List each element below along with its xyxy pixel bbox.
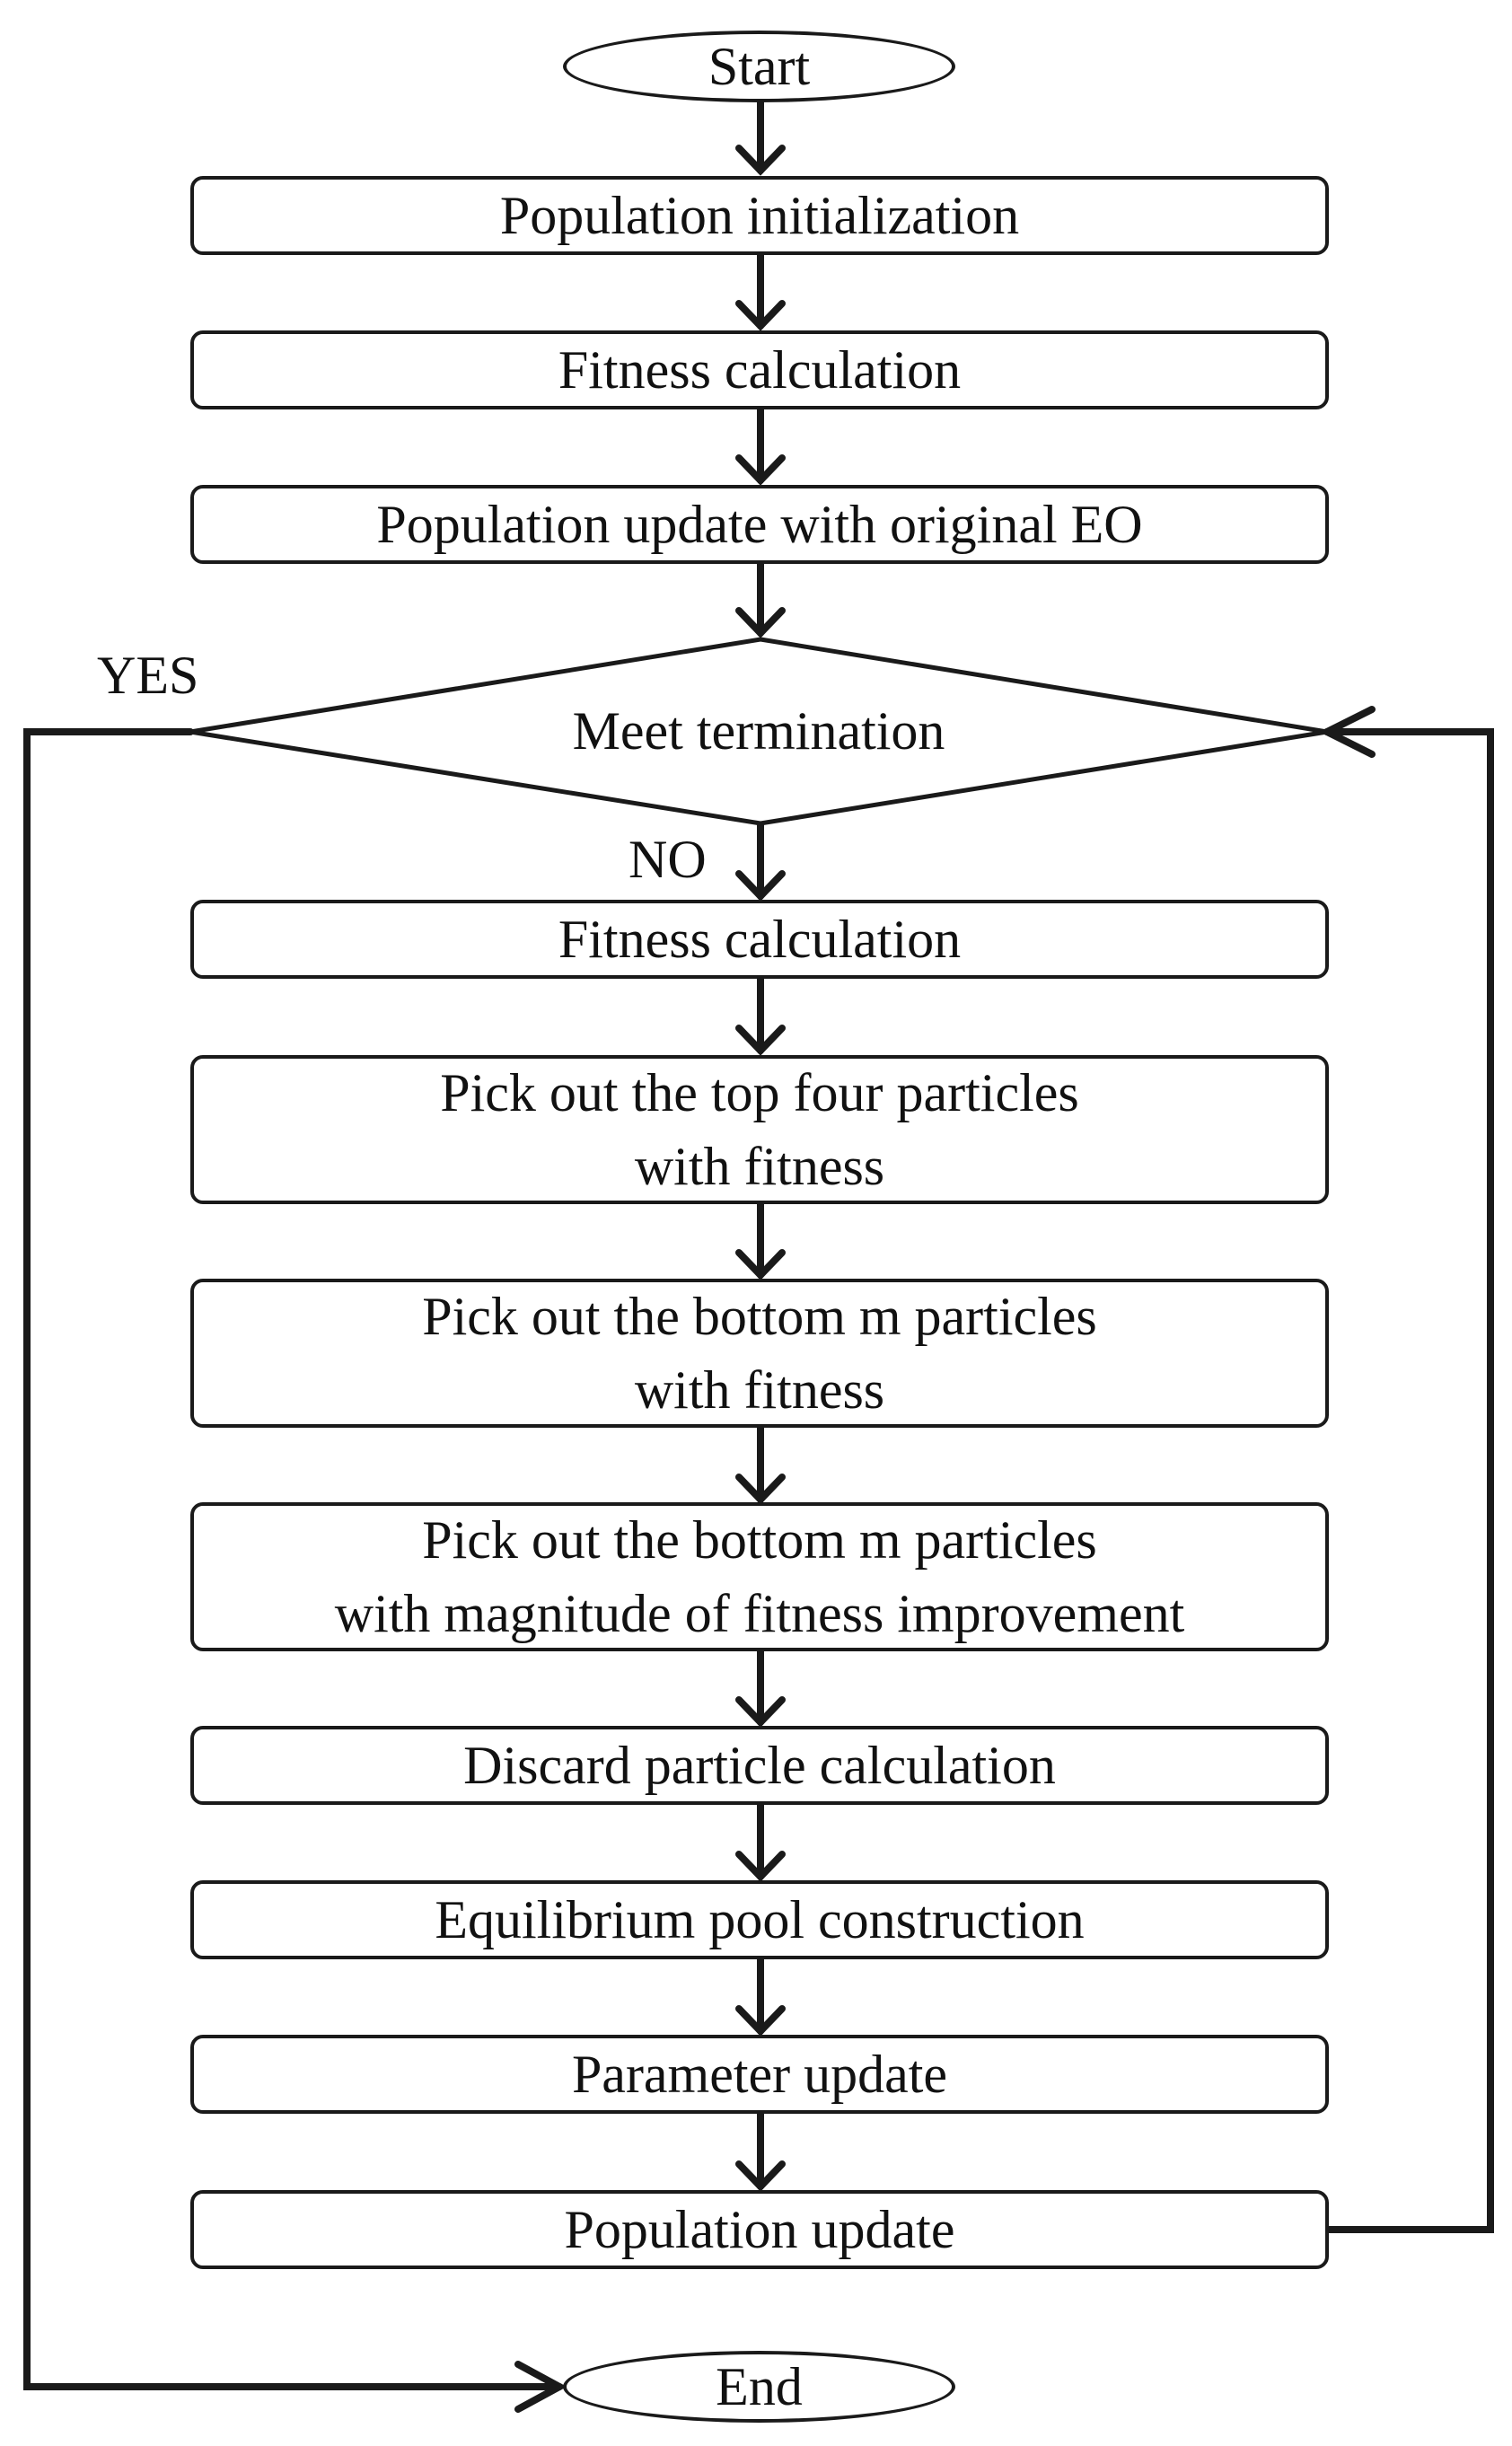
step-label: Equilibrium pool construction	[435, 1890, 1085, 1949]
step-discard-particle-calculation: Discard particle calculation	[190, 1726, 1329, 1805]
step-label-line1: Pick out the top four particles	[440, 1063, 1079, 1122]
step-label: Fitness calculation	[558, 910, 962, 969]
arrow-pool-to-param	[735, 1954, 786, 2037]
step-label-line2: with fitness	[634, 1137, 885, 1196]
step-fitness-calculation: Fitness calculation	[190, 330, 1329, 409]
step-equilibrium-pool-construction: Equilibrium pool construction	[190, 1880, 1329, 1959]
no-label: NO	[629, 830, 707, 889]
decision-label: Meet termination	[572, 701, 945, 761]
arrow-update-eo-to-decision	[735, 559, 786, 638]
step-pick-bottom-m: Pick out the bottom m particles with fit…	[190, 1279, 1329, 1428]
step-label-line2: with magnitude of fitness improvement	[334, 1584, 1185, 1643]
step-label: Fitness calculation	[558, 340, 962, 400]
step-label-line1: Pick out the bottom m particles	[422, 1510, 1097, 1570]
arrow-improvement-to-discard	[735, 1647, 786, 1728]
arrow-discard-to-pool	[735, 1799, 786, 1882]
arrow-init-to-fitness	[735, 251, 786, 331]
start-label: Start	[708, 36, 811, 96]
step-label: Population update	[564, 2200, 955, 2259]
step-pick-top-four: Pick out the top four particles with fit…	[190, 1055, 1329, 1204]
arrow-param-to-pop-update	[735, 2108, 786, 2192]
end-label: End	[716, 2356, 803, 2416]
step-label: Population initialization	[499, 186, 1020, 245]
start-terminal: Start	[563, 31, 955, 102]
arrow-fitness-to-update-eo	[735, 405, 786, 486]
arrow-bottom-m-to-improvement	[735, 1424, 786, 1505]
step-fitness-calculation-loop: Fitness calculation	[190, 900, 1329, 979]
arrow-fitness2-to-top4	[735, 973, 786, 1056]
decision-meet-termination: Meet termination	[190, 639, 1327, 823]
yes-label: YES	[97, 646, 199, 705]
arrow-top4-to-bottom-m	[735, 1200, 786, 1280]
end-terminal: End	[563, 2351, 955, 2423]
arrow-start-to-init	[735, 98, 786, 176]
step-population-initialization: Population initialization	[190, 176, 1329, 255]
step-population-update: Population update	[190, 2190, 1329, 2269]
arrow-loop-back	[1319, 706, 1494, 2233]
step-parameter-update: Parameter update	[190, 2035, 1329, 2114]
decision-diamond-shape	[189, 637, 1328, 826]
step-label-line2: with fitness	[634, 1360, 885, 1420]
arrow-decision-no	[735, 820, 786, 902]
arrow-decision-yes	[23, 728, 567, 2413]
step-label-line1: Pick out the bottom m particles	[422, 1287, 1097, 1346]
step-label: Population update with original EO	[376, 495, 1143, 554]
step-label: Parameter update	[571, 2045, 948, 2104]
step-label: Discard particle calculation	[463, 1736, 1056, 1795]
step-pick-bottom-m-improvement: Pick out the bottom m particles with mag…	[190, 1502, 1329, 1651]
step-population-update-original-eo: Population update with original EO	[190, 485, 1329, 564]
